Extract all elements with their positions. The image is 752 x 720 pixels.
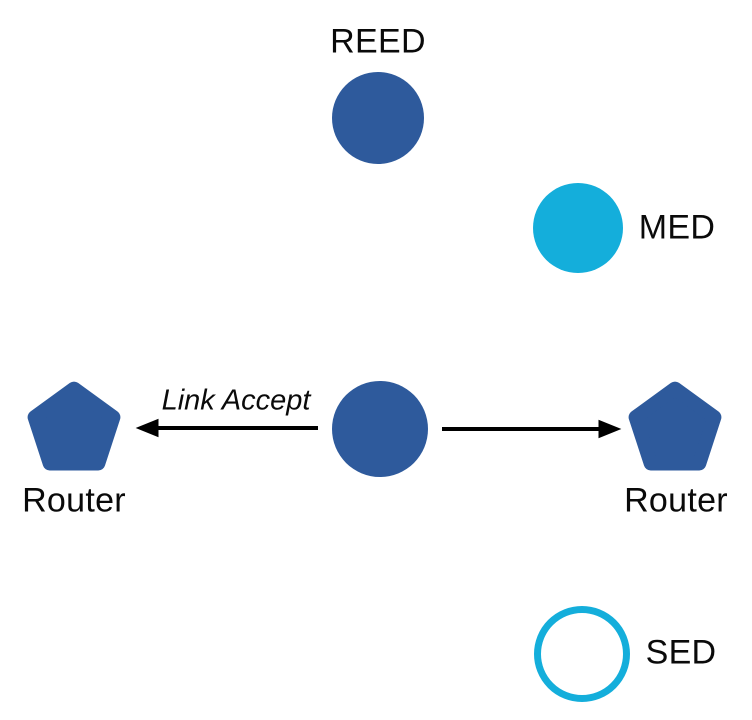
router-right-pentagon: [628, 381, 722, 471]
sed-node-label: SED: [645, 633, 717, 672]
sed-node-circle-outline: [534, 606, 630, 702]
link-accept-arrow: [135, 418, 318, 438]
reed-node-label: REED: [330, 22, 426, 61]
med-node-label: MED: [638, 208, 716, 247]
router-left-node-label: Router: [22, 481, 126, 520]
right-link-arrow: [442, 419, 622, 439]
reed-node-circle: [332, 72, 424, 164]
router-left-pentagon: [27, 381, 121, 471]
parent-node-circle: [332, 381, 428, 477]
link-accept-arrowhead-icon: [135, 418, 159, 438]
link-accept-edge-label: Link Accept: [161, 384, 311, 417]
router-right-node-label: Router: [624, 481, 728, 520]
med-node-circle: [533, 183, 623, 273]
right-link-arrowhead-icon: [598, 419, 622, 439]
